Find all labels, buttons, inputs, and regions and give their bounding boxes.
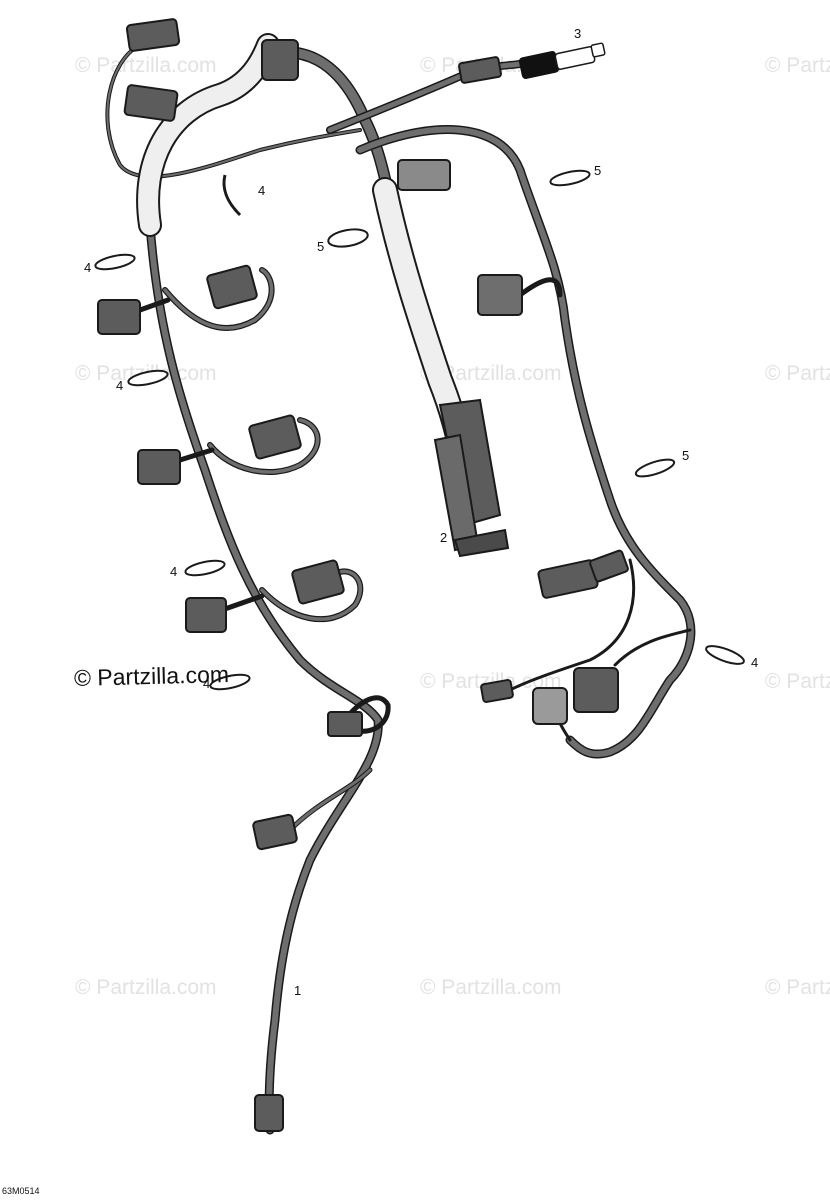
connector [254,1094,284,1132]
callout-4: 4 [84,260,91,275]
tie-wrap [184,559,226,577]
callout-5: 5 [317,239,324,254]
connector [291,559,345,605]
wiring-harness [105,43,696,1135]
watermark: © Partzilla.com [420,362,562,385]
callout-1: 1 [294,983,301,998]
watermark: © Partzilla.com [765,976,830,999]
connector [261,39,299,81]
connector [185,597,227,633]
connector [532,687,568,725]
connector [206,264,258,310]
tie-wrap [209,673,251,691]
watermark: © Partzilla.com [75,976,217,999]
figure-reference: 63M0514 [2,1186,40,1196]
temperature-sensor [518,42,606,79]
callout-4: 4 [170,564,177,579]
ecu-connector [433,398,510,558]
callout-2: 2 [440,530,447,545]
callout-4: 4 [116,378,123,393]
watermark: © Partzilla.com [765,54,830,77]
watermark: © Partzilla.com [420,670,562,693]
callout-4: 4 [203,676,210,691]
callout-4: 4 [258,183,265,198]
connector [477,274,523,316]
watermark: © Partzilla.com [420,976,562,999]
connector [458,56,502,84]
connector [480,679,514,703]
connector [123,84,179,122]
connector [397,159,451,191]
callout-4: 4 [751,655,758,670]
connector [589,549,629,583]
tie-wrap [222,174,242,217]
connector [97,299,141,335]
hose-clamp [549,169,591,187]
harness-connectors [97,18,629,1132]
connector [125,18,181,52]
copyright-notice: © Partzilla.com [73,660,230,692]
callout-5: 5 [682,448,689,463]
callout-labels: 1 2 3 4 4 4 4 4 4 5 5 5 [84,26,758,998]
harness-sleeve [136,33,478,483]
hose-clamp [327,228,369,248]
callout-3: 3 [574,26,581,41]
tie-wrap [705,645,745,665]
watermark: © Partzilla.com [765,362,830,385]
connector [537,559,599,599]
clamps-and-ties [94,169,745,691]
tie-wrap [94,253,136,271]
callout-5: 5 [594,163,601,178]
connector [252,813,298,851]
connector [248,414,302,460]
watermark: © Partzilla.com [765,670,830,693]
connector [327,711,363,737]
watermark: © Partzilla.com [75,54,217,77]
hose-clamp [634,458,676,478]
harness-right-loop [355,125,696,759]
tie-wrap [127,369,169,387]
connector [137,449,181,485]
connector [573,667,619,713]
